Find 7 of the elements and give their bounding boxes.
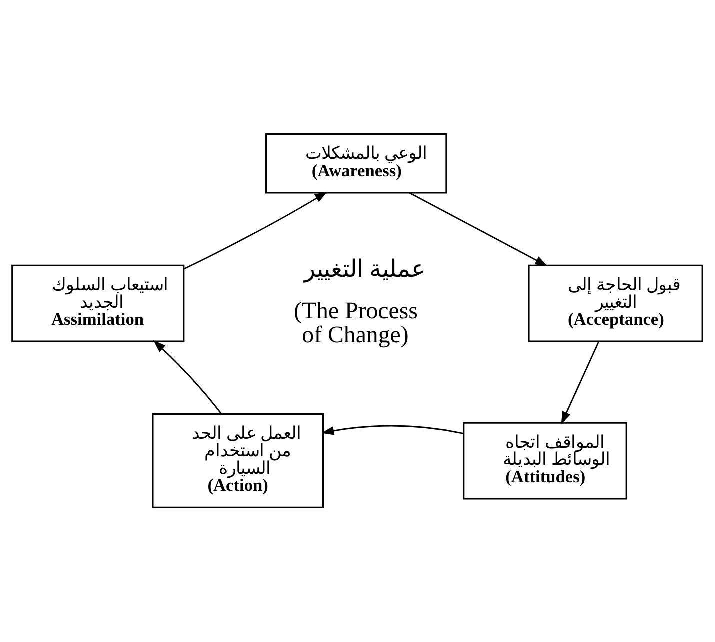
arrow xyxy=(409,192,548,266)
label: (The Process of Change) xyxy=(294,298,418,348)
arrow xyxy=(184,192,328,270)
arrow xyxy=(322,425,464,436)
arrow xyxy=(153,340,222,415)
label: عملية التغيير xyxy=(304,257,426,284)
arrow xyxy=(561,342,600,424)
